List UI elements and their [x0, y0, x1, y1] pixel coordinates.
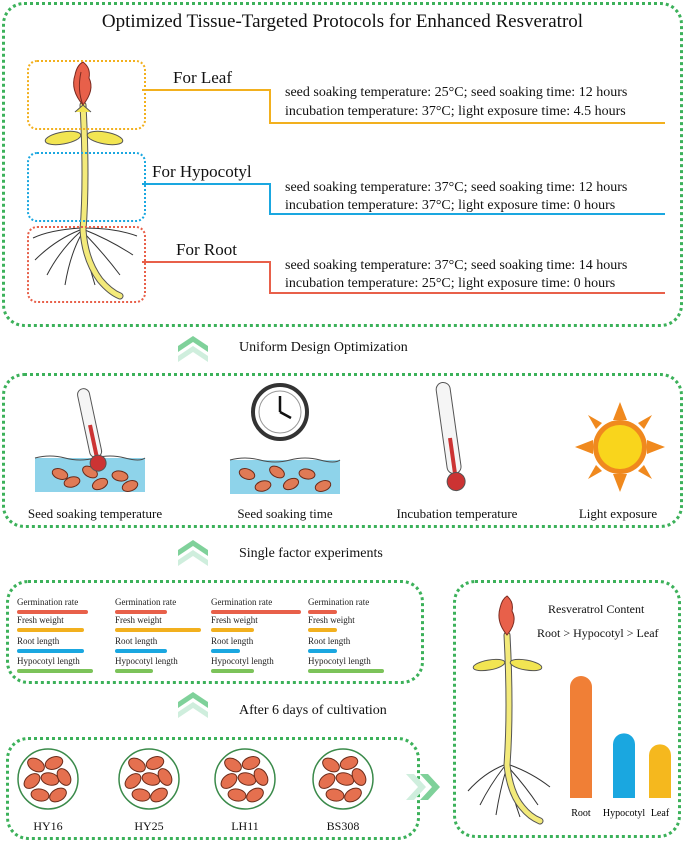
metric-bar	[211, 628, 254, 632]
peanut-seeds-icon	[312, 748, 374, 810]
result-ranking: Root > Hypocotyl > Leaf	[537, 626, 659, 640]
result-panel	[453, 580, 681, 838]
seedling-illustration	[32, 61, 138, 300]
up-arrow-icon	[178, 540, 208, 566]
bar-base	[613, 787, 635, 798]
metric-bar	[115, 669, 153, 673]
bar-label: Root	[571, 808, 591, 819]
up-arrow-icon	[178, 692, 208, 718]
metrics-panel	[6, 580, 424, 684]
metric-bar	[308, 628, 337, 632]
result-seedling-illustration	[467, 595, 551, 825]
bar-root	[570, 676, 592, 798]
metric-label: Germination rate	[17, 597, 79, 607]
leaf-highlight-box	[27, 60, 146, 130]
bar-hypocotyl	[613, 733, 635, 798]
metric-bar	[115, 610, 167, 614]
metric-label: Root length	[308, 636, 351, 646]
metric-bar	[17, 669, 93, 673]
thermometer-icon	[435, 381, 466, 492]
bar-label: Hypocotyl	[603, 808, 645, 819]
metric-label: Fresh weight	[211, 615, 258, 625]
resveratrol-bar-chart: Root Hypocotyl Leaf	[570, 676, 671, 819]
step-cultivation: After 6 days of cultivation	[239, 703, 387, 718]
metric-bar	[115, 628, 201, 632]
metric-label: Root length	[115, 636, 158, 646]
root-label: For Root	[176, 240, 237, 259]
metric-bar	[308, 649, 337, 653]
flower	[73, 61, 92, 106]
metric-bar	[211, 610, 301, 614]
hypocotyl-protocol-line1: seed soaking temperature: 37°C; seed soa…	[285, 180, 628, 195]
variety-label: LH11	[231, 819, 259, 833]
page-title: Optimized Tissue-Targeted Protocols for …	[101, 11, 584, 32]
metric-label: Root length	[211, 636, 254, 646]
factor-label-incubation-temperature: Incubation temperature	[396, 506, 518, 521]
metric-bar	[211, 669, 254, 673]
thermometer-in-water-icon	[34, 388, 146, 492]
variety-label: HY16	[33, 819, 63, 833]
hypocotyl-label: For Hypocotyl	[152, 162, 252, 181]
metric-bar	[115, 649, 167, 653]
metric-label: Hypocotyl length	[17, 656, 80, 666]
metric-bar	[17, 610, 88, 614]
metric-bar	[17, 649, 84, 653]
factor-label-seed-soaking-time: Seed soaking time	[237, 506, 333, 521]
metric-label: Hypocotyl length	[211, 656, 274, 666]
root-protocol-line1: seed soaking temperature: 37°C; seed soa…	[285, 258, 628, 273]
result-title: Resveratrol Content	[548, 602, 645, 616]
right-arrow-icon	[406, 774, 440, 800]
hypocotyl-highlight-box	[27, 152, 146, 222]
bar-base	[649, 787, 671, 798]
variety-label: BS308	[326, 819, 360, 833]
metric-label: Germination rate	[211, 597, 273, 607]
leaf-connector	[142, 89, 665, 124]
root-connector	[142, 261, 665, 294]
leaf-right	[86, 130, 124, 146]
step-single-factor: Single factor experiments	[239, 546, 383, 561]
optimized-protocols-panel	[2, 2, 683, 327]
factors-panel	[2, 373, 683, 528]
step-uniform-design: Uniform Design Optimization	[239, 340, 408, 355]
metric-bar	[308, 610, 337, 614]
metric-label: Hypocotyl length	[308, 656, 371, 666]
hypocotyl-connector	[142, 183, 665, 215]
hypocotyl-protocol-line2: incubation temperature: 37°C; light expo…	[285, 198, 616, 213]
up-arrow-icon	[178, 336, 208, 362]
metric-bar	[17, 628, 84, 632]
metric-label: Germination rate	[115, 597, 177, 607]
metric-label: Hypocotyl length	[115, 656, 178, 666]
factor-label-light-exposure: Light exposure	[578, 506, 658, 521]
metric-label: Fresh weight	[115, 615, 162, 625]
bar-base	[570, 787, 592, 798]
metric-label: Fresh weight	[308, 615, 355, 625]
root-protocol-line2: incubation temperature: 25°C; light expo…	[285, 276, 616, 291]
factor-label-seed-soaking-temperature: Seed soaking temperature	[27, 506, 163, 521]
leaf-protocol-line1: seed soaking temperature: 25°C; seed soa…	[285, 85, 628, 100]
root-highlight-box	[27, 226, 146, 303]
leaf-label: For Leaf	[173, 68, 233, 87]
metric-label: Root length	[17, 636, 60, 646]
peanut-seeds-icon	[17, 748, 79, 810]
metric-bar	[211, 649, 240, 653]
bar-label: Leaf	[651, 808, 670, 819]
sun-icon	[575, 402, 665, 492]
connector-lines	[142, 89, 665, 294]
leaf-protocol-line2: incubation temperature: 37°C; light expo…	[285, 104, 626, 119]
leaf-left	[44, 130, 82, 146]
metric-label: Germination rate	[308, 597, 370, 607]
peanut-seeds-icon	[214, 748, 276, 810]
clock-icon	[229, 383, 341, 494]
variety-label: HY25	[134, 819, 164, 833]
peanut-seeds-icon	[118, 748, 180, 810]
metric-label: Fresh weight	[17, 615, 64, 625]
bar-leaf	[649, 744, 671, 798]
metric-bar	[308, 669, 384, 673]
